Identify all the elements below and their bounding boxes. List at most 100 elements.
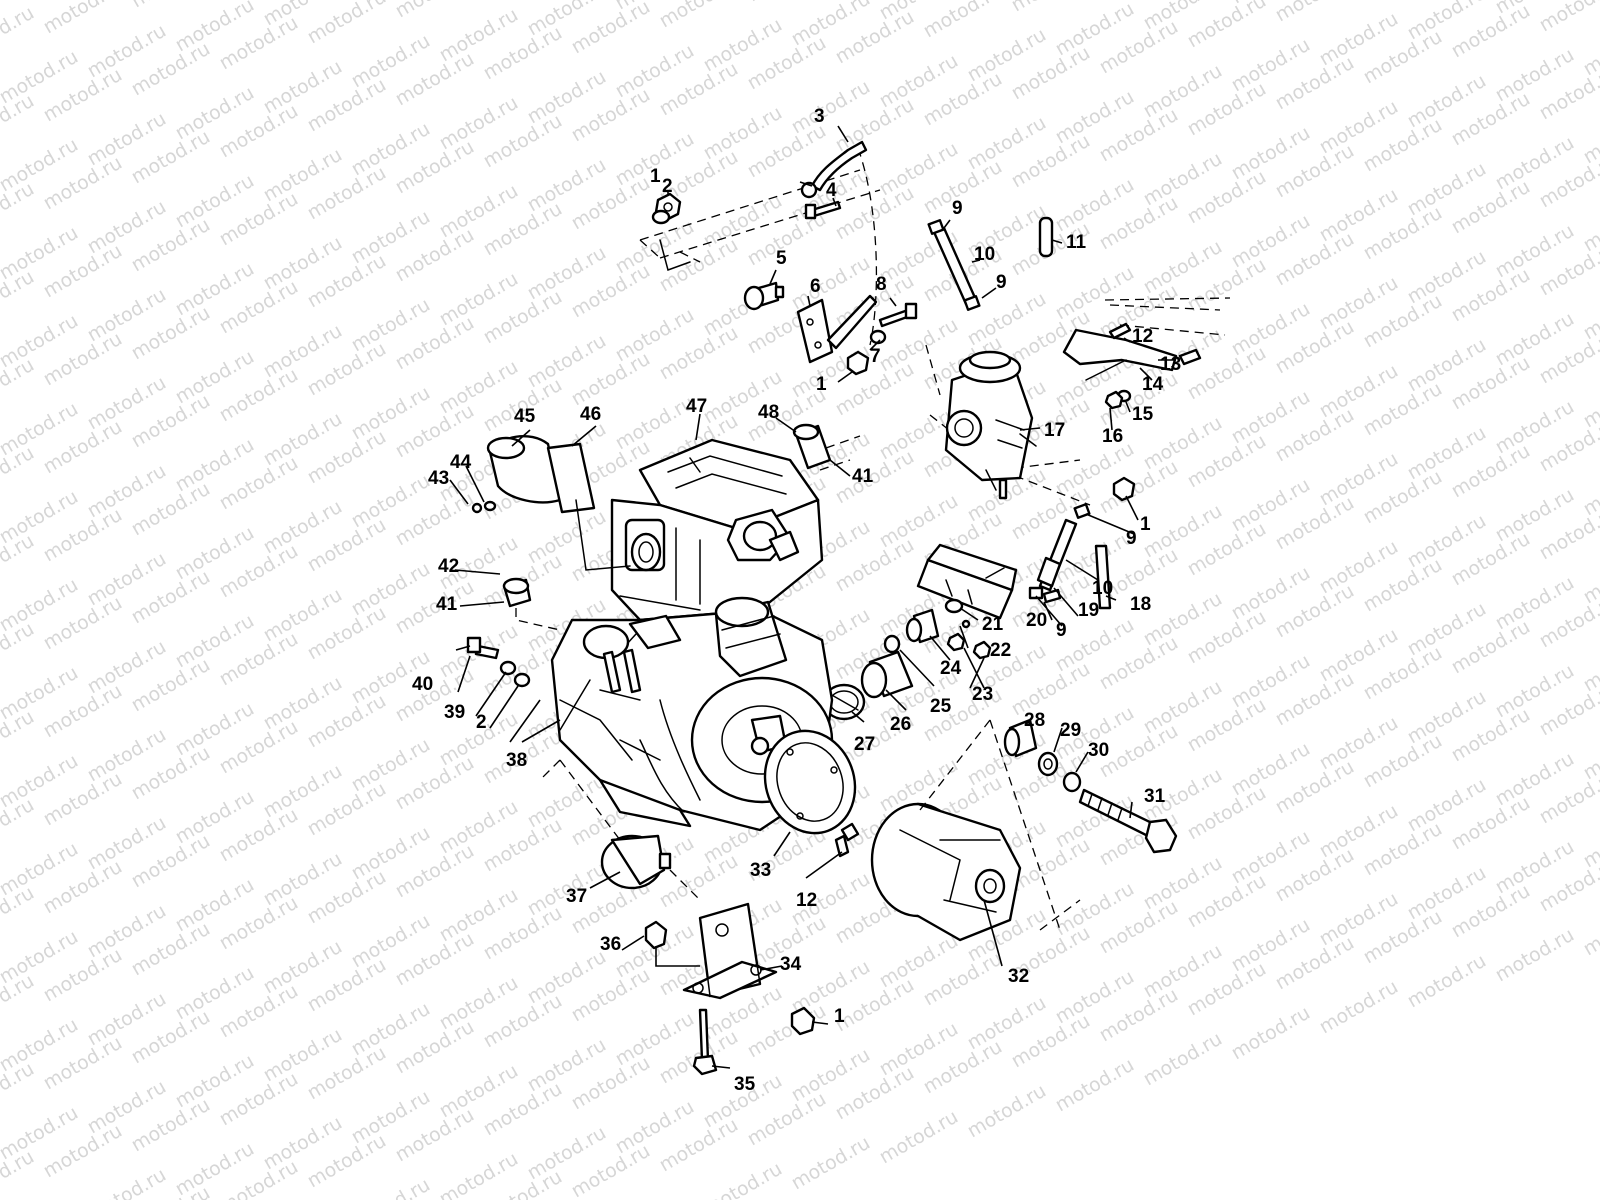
callout-41: 41 <box>852 466 874 487</box>
screw-13 <box>1178 348 1202 366</box>
callout-19: 19 <box>1078 600 1099 621</box>
callout-42: 42 <box>438 556 459 577</box>
nut-1c <box>1112 476 1136 502</box>
callout-27: 27 <box>854 734 875 755</box>
nut-1b <box>846 350 870 376</box>
hose-48 <box>792 423 861 471</box>
watermark-text: motod.ru <box>1272 0 1358 26</box>
callout-2: 2 <box>662 176 673 197</box>
bolt-35 <box>692 1008 718 1076</box>
washer-44 <box>483 500 497 512</box>
bolt-4 <box>804 200 842 220</box>
clamp-9c <box>1073 503 1091 519</box>
watermark-text: motod.ru <box>964 1080 1050 1143</box>
callout-16: 16 <box>1102 426 1123 447</box>
callout-26: 26 <box>890 714 911 735</box>
fuel-line-10 <box>927 219 981 311</box>
watermark-text: motod.ru <box>1580 898 1600 961</box>
callout-20: 20 <box>1026 610 1047 631</box>
watermark-text: motod.ru <box>1492 924 1578 987</box>
callout-12: 12 <box>796 890 817 911</box>
carburetor-17 <box>925 344 1091 506</box>
hose-38 <box>559 648 642 731</box>
watermark-text: motod.ru <box>0 2 38 65</box>
callout-9: 9 <box>996 272 1007 293</box>
carb-bracket-14 <box>1062 297 1231 381</box>
rubber-mount-37 <box>539 759 701 901</box>
callout-23: 23 <box>972 684 993 705</box>
callout-5: 5 <box>776 248 787 269</box>
callout-30: 30 <box>1088 740 1109 761</box>
callout-1: 1 <box>650 166 661 187</box>
callout-44: 44 <box>450 452 472 473</box>
hose-18 <box>1094 544 1112 610</box>
watermark-text: motod.ru <box>1008 0 1094 16</box>
leader-lines <box>449 125 1174 1069</box>
callout-11: 11 <box>1066 232 1087 253</box>
bolt-12b <box>834 822 860 858</box>
callout-18: 18 <box>1130 594 1151 615</box>
watermark-text: motod.ru <box>1536 0 1600 36</box>
watermark-text: motod.ru <box>84 1164 170 1200</box>
bolt-8 <box>878 302 918 328</box>
callout-1: 1 <box>816 374 827 395</box>
callout-39: 39 <box>444 702 465 723</box>
callout-2: 2 <box>476 712 487 733</box>
callout-46: 46 <box>580 404 601 425</box>
callout-29: 29 <box>1060 720 1081 741</box>
watermark-text: motod.ru <box>920 0 1006 42</box>
callout-4: 4 <box>826 180 837 201</box>
callout-35: 35 <box>734 1074 756 1095</box>
drive-clutch-32 <box>870 719 1081 942</box>
callout-7: 7 <box>870 346 881 367</box>
watermark-text: motod.ru <box>1404 950 1490 1013</box>
callout-3: 3 <box>814 106 825 127</box>
callout-12: 12 <box>1132 326 1153 347</box>
callout-1: 1 <box>834 1006 845 1027</box>
washer-39 <box>499 660 517 676</box>
callout-9: 9 <box>1126 528 1137 549</box>
callout-6: 6 <box>810 276 821 297</box>
callout-33: 33 <box>750 860 771 881</box>
intake-elbow-45 <box>486 435 562 504</box>
mount-bracket-34 <box>682 902 778 1000</box>
callout-15: 15 <box>1132 404 1154 425</box>
washer-2 <box>651 209 671 225</box>
watermark-text: motod.ru <box>744 0 830 6</box>
callout-32: 32 <box>1008 966 1029 987</box>
watermark-text: motod.ru <box>876 1106 962 1169</box>
callout-31: 31 <box>1144 786 1166 807</box>
watermark-text: motod.ru <box>128 0 214 12</box>
watermark-text: motod.ru <box>656 0 742 32</box>
frame-rail <box>639 147 881 346</box>
callout-24: 24 <box>940 658 962 679</box>
callout-17: 17 <box>1044 420 1065 441</box>
callout-47: 47 <box>686 396 707 417</box>
pin-22 <box>961 619 971 629</box>
washer-2b <box>513 672 531 688</box>
coupler-26 <box>860 650 914 699</box>
washer-21 <box>944 598 964 614</box>
mount-plate <box>916 543 1018 620</box>
callout-40: 40 <box>412 674 433 695</box>
spacer-28 <box>1003 718 1038 758</box>
nut-1d <box>790 1006 816 1036</box>
tee-41-42 <box>502 577 561 631</box>
callout-8: 8 <box>876 274 887 295</box>
rubber-mount-5 <box>743 281 785 311</box>
stator-gasket-33 <box>763 729 857 835</box>
nut-36 <box>644 920 700 967</box>
watermark-text: motod.ru <box>304 0 390 48</box>
nut-23 <box>946 632 992 660</box>
callout-9: 9 <box>1056 620 1067 641</box>
washer-29 <box>1037 751 1059 777</box>
watermark-text: motod.ru <box>348 1174 434 1200</box>
watermark-text: motod.ru <box>1140 1028 1226 1091</box>
callout-10: 10 <box>1092 578 1113 599</box>
fitting-20 <box>1042 588 1062 604</box>
watermark-text: motod.ru <box>1228 1002 1314 1065</box>
watermark-text: motod.ru <box>788 1132 874 1195</box>
callout-48: 48 <box>758 402 779 423</box>
callout-25: 25 <box>930 696 952 717</box>
watermark-text: motod.ru <box>700 1158 786 1200</box>
